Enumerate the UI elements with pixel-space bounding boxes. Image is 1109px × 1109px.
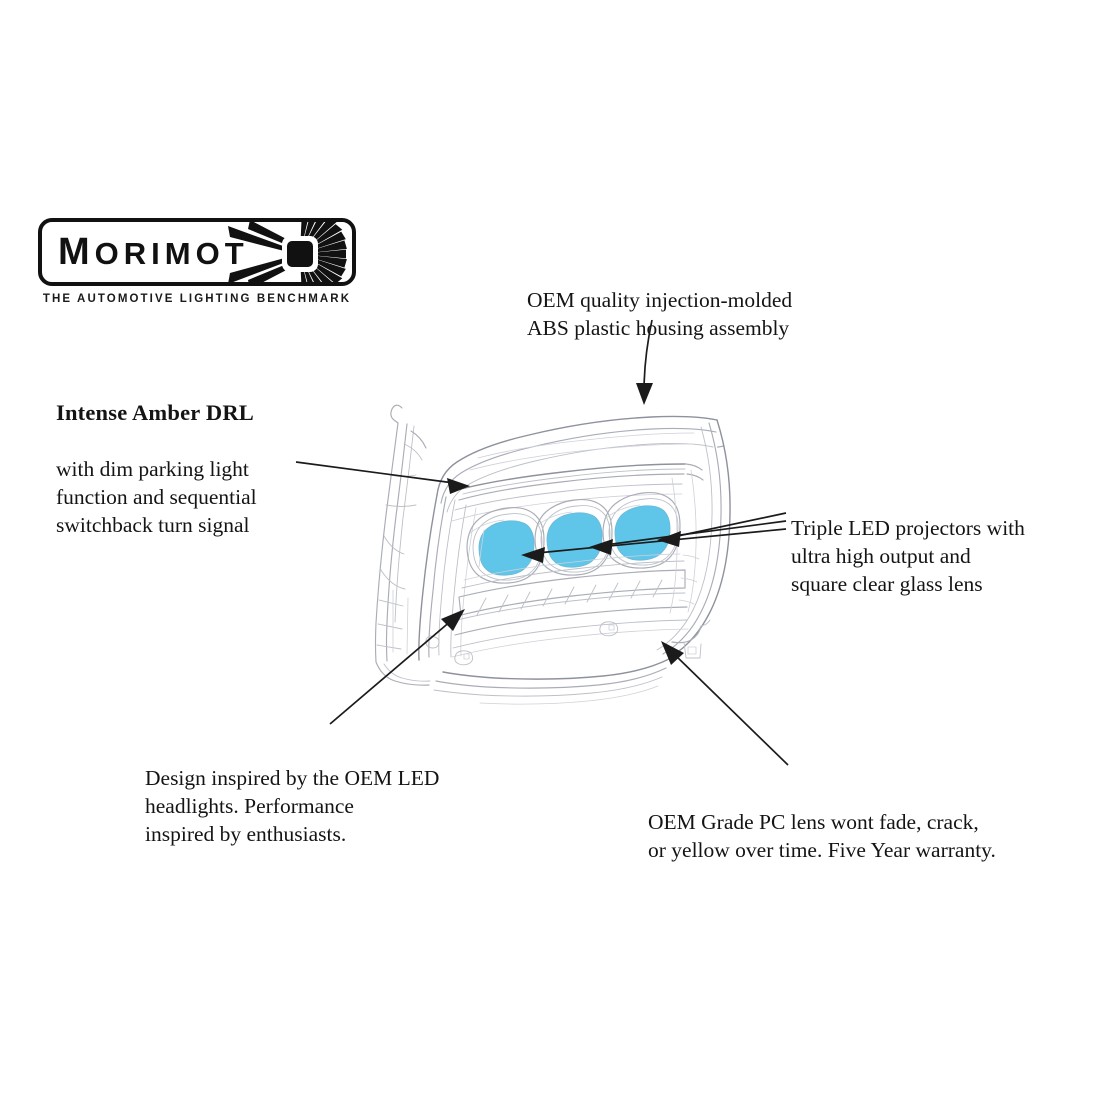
callout-design: Design inspired by the OEM LED headlight…	[145, 736, 505, 848]
logo-tagline: THE AUTOMOTIVE LIGHTING BENCHMARK	[42, 293, 352, 305]
callout-projector: Triple LED projectors with ultra high ou…	[791, 486, 1091, 598]
sunburst-icon	[228, 222, 347, 282]
left-mounting-bracket	[374, 404, 431, 686]
top-mounting-tab	[582, 414, 725, 461]
leader-lens	[661, 641, 789, 766]
callout-drl: Intense Amber DRL with dim parking light…	[56, 371, 356, 539]
callout-housing-text: OEM quality injection-molded ABS plastic…	[527, 288, 793, 340]
callout-drl-text: with dim parking light function and sequ…	[56, 457, 257, 537]
morimoto-logo: MORIMOT THE AUTOMOTIVE LIGHTING BENCHMAR…	[38, 218, 356, 305]
triple-led-projectors	[461, 492, 685, 589]
logo-wordmark-rest: ORIMOT	[94, 236, 249, 271]
logo-plate: MORIMOT	[38, 218, 356, 286]
housing-outline	[418, 408, 731, 705]
callout-lens-text: OEM Grade PC lens wont fade, crack, or y…	[648, 810, 996, 862]
callout-design-text: Design inspired by the OEM LED headlight…	[145, 766, 440, 846]
logo-wordmark-cap: M	[58, 231, 95, 273]
callout-housing: OEM quality injection-molded ABS plastic…	[527, 258, 857, 342]
projector-left	[466, 507, 545, 584]
callout-projector-text: Triple LED projectors with ultra high ou…	[791, 516, 1025, 596]
leader-design	[329, 609, 465, 725]
lower-light-bar	[451, 569, 689, 658]
logo-wordmark: MORIMOT	[58, 233, 249, 271]
bottom-mounting-clips	[425, 619, 711, 666]
projector-right	[602, 492, 681, 569]
housing-inner-details	[478, 469, 700, 614]
leader-projectors	[521, 512, 787, 563]
callout-drl-lead: Intense Amber DRL	[56, 400, 254, 425]
projector-middle	[534, 499, 613, 576]
callout-lens: OEM Grade PC lens wont fade, crack, or y…	[648, 780, 1058, 864]
amber-drl-bar	[451, 432, 704, 522]
